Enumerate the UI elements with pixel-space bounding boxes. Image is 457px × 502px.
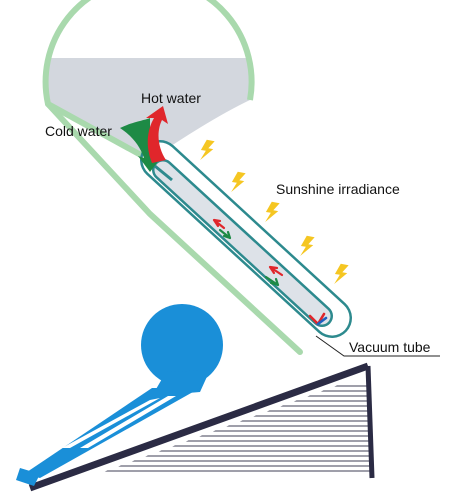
sunshine-irradiance-label: Sunshine irradiance — [276, 181, 400, 197]
vacuum-tube — [140, 140, 352, 338]
flow-arrow-icon — [268, 265, 284, 277]
flow-arrows-upper — [212, 218, 232, 240]
cold-water-label: Cold water — [45, 123, 112, 139]
roof-right-edge — [365, 365, 375, 479]
sun-ray-icon — [299, 235, 315, 258]
flow-arrow-icon — [212, 218, 226, 230]
sun-ray-icon — [199, 139, 215, 162]
sun-ray-icon — [333, 263, 349, 286]
tank-outline — [42, 0, 255, 163]
sun-ray-icon — [264, 201, 280, 224]
vacuum-tube-label: Vacuum tube — [349, 339, 431, 355]
roof-left-edge — [28, 362, 370, 492]
flow-arrow-icon — [218, 228, 232, 240]
rooftop-tank — [141, 304, 223, 386]
flow-turn-bottom — [308, 312, 328, 326]
rooftop-collector-tubes — [62, 396, 176, 448]
sun-ray-icon — [230, 171, 246, 194]
hot-water-arrow-icon — [146, 106, 168, 163]
vacuum-tube-callout: Vacuum tube — [315, 335, 440, 357]
flow-arrow-icon — [264, 275, 280, 287]
hot-water-label: Hot water — [141, 90, 201, 106]
frame-left-rail — [45, 101, 303, 355]
flow-arrows-lower — [264, 265, 284, 287]
rooftop-drain — [16, 468, 40, 486]
